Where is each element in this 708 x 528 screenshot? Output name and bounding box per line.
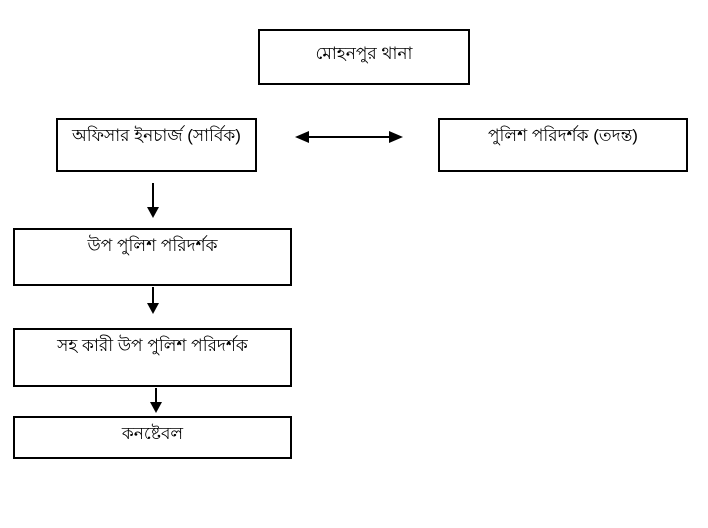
arrow-down-head-icon xyxy=(147,207,159,218)
node-label: মোহনপুর থানা xyxy=(315,44,413,63)
node-sub-inspector: উপ পুলিশ পরিদর্শক xyxy=(13,228,292,286)
node-police-inspector: পুলিশ পরিদর্শক (তদন্ত) xyxy=(438,118,688,172)
down-arrow-asi-constable xyxy=(150,388,162,413)
node-label: সহ কারী উপ পুলিশ পরিদর্শক xyxy=(57,336,248,355)
arrow-shaft xyxy=(152,183,154,209)
double-arrow-oc-pi xyxy=(295,131,403,143)
arrow-shaft xyxy=(152,287,154,305)
node-assistant-sub-inspector: সহ কারী উপ পুলিশ পরিদর্শক xyxy=(13,328,292,387)
arrow-left-head-icon xyxy=(295,131,309,143)
down-arrow-oc-si xyxy=(147,183,159,218)
down-arrow-si-asi xyxy=(147,287,159,314)
node-label: উপ পুলিশ পরিদর্শক xyxy=(87,236,218,255)
arrow-shaft xyxy=(303,136,395,138)
arrow-right-head-icon xyxy=(389,131,403,143)
arrow-down-head-icon xyxy=(150,402,162,413)
node-constable: কনষ্টেবল xyxy=(13,416,292,459)
node-officer-in-charge: অফিসার ইনচার্জ (সার্বিক) xyxy=(56,118,257,172)
arrow-down-head-icon xyxy=(147,303,159,314)
node-mohanpur-thana: মোহনপুর থানা xyxy=(258,29,470,85)
arrow-shaft xyxy=(155,388,157,404)
node-label: অফিসার ইনচার্জ (সার্বিক) xyxy=(72,126,241,145)
node-label: কনষ্টেবল xyxy=(121,424,184,443)
node-label: পুলিশ পরিদর্শক (তদন্ত) xyxy=(488,126,638,145)
